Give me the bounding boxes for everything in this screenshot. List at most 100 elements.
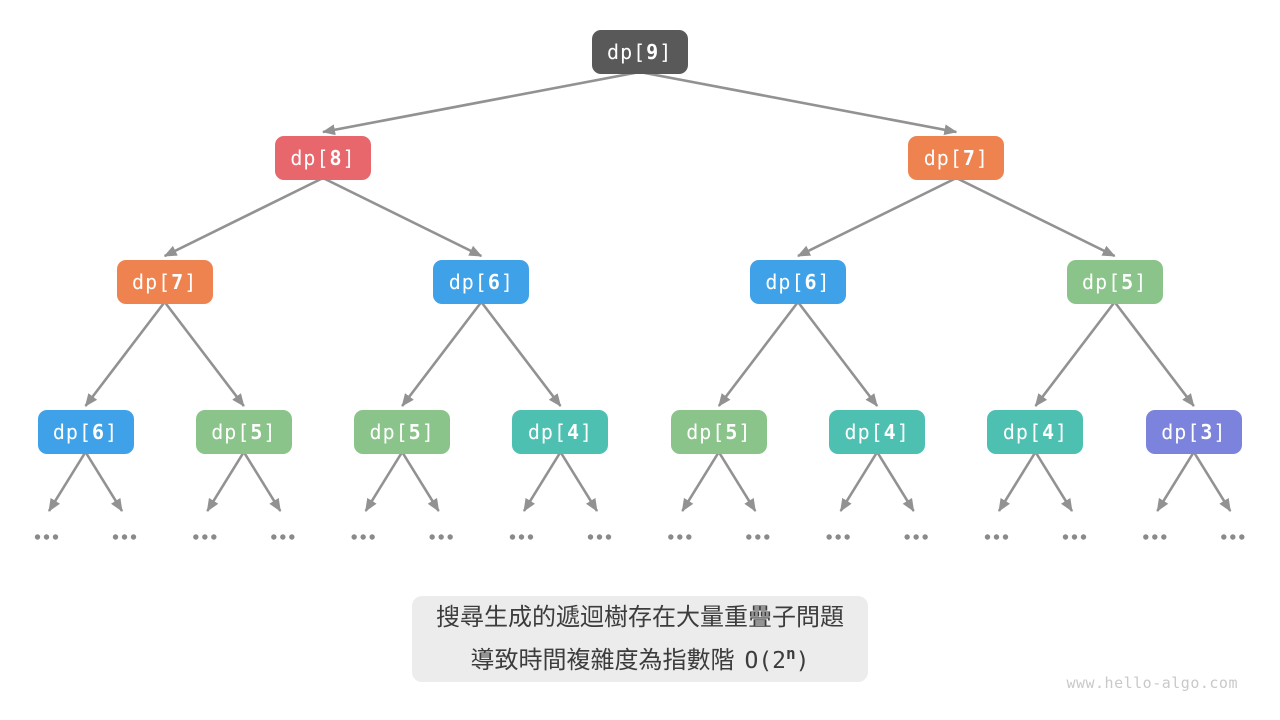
tree-edge xyxy=(84,301,166,407)
node-label: dp[ xyxy=(211,420,251,444)
tree-edge xyxy=(639,70,958,136)
tree-node-1-1: dp[7] xyxy=(908,136,1005,180)
tree-edge xyxy=(1034,301,1116,407)
ellipsis xyxy=(509,534,534,540)
ellipsis-dot xyxy=(1230,534,1236,540)
ellipsis-dot xyxy=(527,534,534,540)
ellipsis-dot xyxy=(913,534,919,540)
node-label: dp[ xyxy=(52,420,93,444)
ellipsis-dot xyxy=(202,534,208,540)
caption-line-2-text: 導致時間複雜度為指數階 xyxy=(470,646,735,674)
node-label: dp[ xyxy=(1082,270,1122,294)
ellipsis-dot xyxy=(1071,534,1078,540)
ellipsis-dot xyxy=(112,534,119,540)
ellipsis-dot xyxy=(596,534,603,540)
node-label: ] xyxy=(421,420,435,444)
tree-edge xyxy=(997,451,1037,512)
complexity-formula-exponent: n xyxy=(786,643,796,663)
tree-edge xyxy=(717,301,800,407)
node-label: 8 xyxy=(329,146,343,170)
tree-node-3-0: dp[6] xyxy=(37,410,134,454)
tree-node-3-7: dp[3] xyxy=(1145,410,1242,454)
ellipsis-dot xyxy=(193,534,199,540)
tree-edge xyxy=(876,451,915,512)
ellipsis-dot xyxy=(984,534,991,540)
ellipsis-dot xyxy=(835,534,841,540)
ellipsis-dot xyxy=(686,534,692,540)
tree-edge xyxy=(163,301,245,407)
tree-edge xyxy=(1034,451,1074,512)
ellipsis xyxy=(271,534,295,540)
node-label: dp[ xyxy=(132,270,172,294)
ellipsis-dot xyxy=(351,534,357,540)
ellipsis-dot xyxy=(429,534,435,540)
ellipsis-dot xyxy=(755,534,761,540)
node-label: dp[ xyxy=(844,420,884,444)
node-label: 3 xyxy=(1200,420,1214,444)
node-label: dp[ xyxy=(686,420,726,444)
node-label: 6 xyxy=(804,270,818,294)
ellipsis-dot xyxy=(922,534,928,540)
ellipsis-dot xyxy=(438,534,444,540)
node-label: ] xyxy=(184,270,198,294)
ellipsis-dot xyxy=(1161,534,1167,540)
tree-edge xyxy=(206,451,245,512)
ellipsis-dot xyxy=(587,534,594,540)
node-label: dp[ xyxy=(290,146,330,170)
node-label: ] xyxy=(817,270,831,294)
node-label: dp[ xyxy=(923,146,963,170)
node-label: ] xyxy=(1134,270,1148,294)
ellipsis-dot xyxy=(52,534,59,540)
tree-edge xyxy=(322,70,640,136)
ellipsis-dot xyxy=(34,534,41,540)
node-label: 6 xyxy=(487,270,501,294)
tree-node-2-1: dp[6] xyxy=(433,260,530,304)
node-label: 5 xyxy=(250,420,264,444)
ellipsis xyxy=(746,534,770,540)
tree-node-2-2: dp[6] xyxy=(749,260,846,304)
ellipsis xyxy=(904,534,928,540)
node-label: 6 xyxy=(92,420,106,444)
node-label: ] xyxy=(738,420,752,444)
ellipsis-dot xyxy=(746,534,752,540)
tree-edge xyxy=(681,451,720,512)
tree-node-2-0: dp[7] xyxy=(116,260,213,304)
ellipsis-dot xyxy=(509,534,516,540)
ellipsis xyxy=(1062,534,1087,540)
ellipsis-dot xyxy=(121,534,128,540)
node-label: 5 xyxy=(1121,270,1135,294)
ellipsis xyxy=(1221,534,1245,540)
node-label: ] xyxy=(1055,420,1069,444)
node-label: ] xyxy=(263,420,277,444)
ellipsis-dot xyxy=(280,534,286,540)
tree-node-3-6: dp[4] xyxy=(987,410,1084,454)
node-label: ] xyxy=(975,146,989,170)
ellipsis-dot xyxy=(289,534,295,540)
ellipsis-dot xyxy=(1221,534,1227,540)
node-label: ] xyxy=(1213,420,1227,444)
ellipsis-dot xyxy=(677,534,683,540)
ellipsis xyxy=(668,534,692,540)
tree-edge xyxy=(364,451,404,512)
node-label: 4 xyxy=(883,420,897,444)
node-label: 5 xyxy=(725,420,739,444)
complexity-formula-suffix: ) xyxy=(795,647,810,674)
node-label: ] xyxy=(896,420,910,444)
tree-node-3-4: dp[5] xyxy=(670,410,767,454)
ellipsis-dot xyxy=(844,534,850,540)
tree-edge xyxy=(47,451,87,512)
ellipsis-dot xyxy=(271,534,277,540)
ellipsis-dot xyxy=(1143,534,1149,540)
tree-edge xyxy=(955,176,1116,258)
node-label: 5 xyxy=(408,420,422,444)
node-label: ] xyxy=(342,146,356,170)
node-label: dp[ xyxy=(527,420,567,444)
ellipsis xyxy=(112,534,137,540)
node-label: 4 xyxy=(1041,420,1056,444)
node-label: 9 xyxy=(646,40,660,64)
tree-node-3-3: dp[4] xyxy=(512,410,609,454)
